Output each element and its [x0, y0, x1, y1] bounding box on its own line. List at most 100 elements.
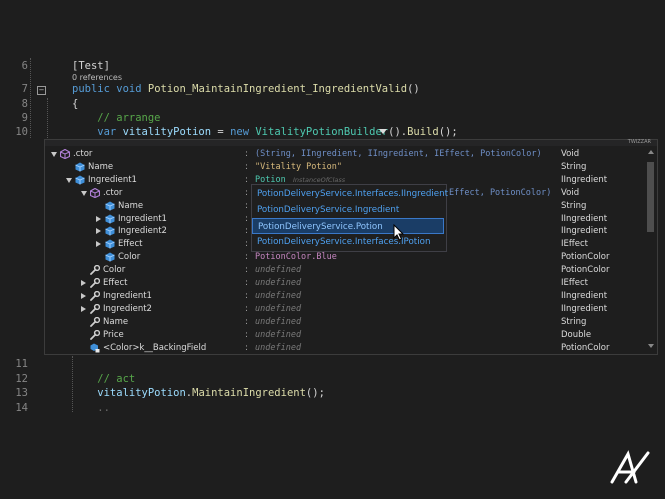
data-tip-row[interactable]: .ctor:Effect, PotionColor)Void — [45, 187, 645, 200]
member-name: Ingredient1 — [118, 213, 167, 224]
collapse-arrow-icon[interactable] — [51, 152, 57, 157]
data-tip-row[interactable]: Ingredient2:IIngredient — [45, 225, 645, 238]
dropdown-caret-icon[interactable] — [379, 129, 387, 134]
member-type: IEffect — [561, 278, 588, 288]
code-line[interactable]: 9 // arrange — [0, 111, 665, 125]
member-name: Name — [88, 161, 114, 172]
data-tip-row[interactable]: .ctor:(String, IIngredient, IIngredient,… — [45, 148, 645, 161]
data-tip-row[interactable]: Name:"Vitality Potion"String — [45, 161, 645, 174]
code-line[interactable]: 11 — [0, 357, 665, 371]
code-line[interactable]: 6[Test] — [0, 59, 665, 73]
code-token: { — [72, 97, 79, 110]
line-number: 13 — [15, 387, 28, 399]
code-line[interactable]: 10 var vitalityPotion = new VitalityPoti… — [0, 125, 665, 139]
member-value[interactable]: undefined — [255, 303, 302, 314]
line-number: 9 — [21, 112, 28, 124]
collapse-arrow-icon[interactable] — [81, 190, 87, 196]
wrench-icon — [90, 329, 101, 340]
code-text: { — [72, 97, 78, 111]
line-number: 7 — [21, 83, 28, 95]
completion-item[interactable]: PotionDeliveryService.Ingredient — [257, 205, 400, 215]
member-value[interactable]: Effect, PotionColor) — [449, 187, 552, 198]
code-text: var vitalityPotion = new VitalityPotionB… — [72, 125, 457, 139]
member-name: Ingredient2 — [118, 226, 167, 237]
scroll-down-icon[interactable] — [648, 344, 654, 348]
completion-item[interactable]: PotionDeliveryService.Interfaces.IIngred… — [257, 189, 449, 199]
wrench-icon — [90, 316, 101, 327]
code-token: (). — [388, 125, 408, 138]
wrench-icon — [90, 277, 101, 288]
separator-colon: : — [245, 187, 248, 198]
separator-colon: : — [245, 329, 248, 340]
scroll-up-icon[interactable] — [648, 150, 654, 154]
value-hint: InstanceOfClass — [293, 175, 346, 184]
code-line[interactable]: 13 vitalityPotion.MaintainIngredient(); — [0, 386, 665, 400]
completion-item[interactable]: PotionDeliveryService.Potion — [252, 218, 444, 234]
code-token: public — [72, 83, 117, 95]
member-value[interactable]: undefined — [255, 265, 302, 276]
data-tip-panel[interactable]: TWIZZAR .ctor:(String, IIngredient, IIng… — [44, 139, 658, 355]
field-cube-icon — [75, 162, 85, 172]
code-token: = — [217, 125, 231, 138]
code-token: MaintainIngredient — [192, 387, 306, 399]
member-type: Void — [561, 187, 580, 198]
member-value[interactable]: undefined — [255, 329, 302, 340]
scroll-thumb[interactable] — [647, 162, 654, 232]
code-token: var — [72, 125, 123, 138]
expand-arrow-icon[interactable] — [81, 292, 86, 299]
expand-arrow-icon[interactable] — [81, 280, 86, 286]
line-number: 6 — [21, 60, 28, 72]
data-tip-scrollbar[interactable] — [647, 150, 654, 348]
data-tip-row[interactable]: Effect:IEffect — [45, 238, 645, 251]
member-name: Ingredient1 — [103, 290, 152, 301]
member-type: String — [561, 316, 587, 327]
member-value[interactable]: Potion — [255, 174, 286, 185]
expand-arrow-icon[interactable] — [81, 305, 86, 312]
member-name: Name — [103, 316, 129, 327]
member-value[interactable]: undefined — [255, 290, 302, 301]
code-line[interactable]: 8{ — [0, 97, 665, 111]
wrench-icon — [90, 264, 101, 275]
indent-guide — [72, 356, 73, 412]
collapse-arrow-icon[interactable] — [66, 177, 72, 183]
expand-arrow-icon[interactable] — [96, 241, 101, 248]
member-value[interactable]: (String, IIngredient, IIngredient, IEffe… — [255, 149, 542, 159]
expand-arrow-icon[interactable] — [96, 215, 101, 222]
member-value[interactable]: undefined — [255, 342, 302, 353]
data-tip-row[interactable]: Name:String — [45, 200, 645, 213]
code-token: vitalityPotion — [72, 387, 186, 399]
member-value[interactable]: "Vitality Potion" — [255, 161, 342, 172]
codelens-references[interactable]: 0 references — [72, 73, 122, 82]
code-line[interactable]: 14 .. — [0, 401, 665, 415]
completion-list[interactable]: PotionDeliveryService.Interfaces.IIngred… — [251, 184, 449, 252]
data-tip-row[interactable]: Ingredient1:IIngredient — [45, 213, 645, 226]
member-value[interactable]: PotionColor.Blue — [255, 252, 337, 263]
code-token: Potion_MaintainIngredient_IngredientVali… — [147, 83, 408, 95]
member-type: IEffect — [561, 239, 588, 250]
expand-arrow-icon[interactable] — [96, 228, 101, 235]
separator-colon: : — [245, 174, 248, 185]
separator-colon: : — [245, 161, 248, 172]
collapse-toggle-icon[interactable]: − — [37, 86, 46, 95]
line-number: 8 — [21, 97, 28, 110]
code-line[interactable]: 12 // act — [0, 372, 665, 386]
member-name: Name — [118, 200, 144, 211]
member-type: IIngredient — [561, 174, 608, 185]
completion-item[interactable]: PotionDeliveryService.Interfaces.IPotion — [257, 237, 431, 247]
code-text: .. — [72, 401, 110, 415]
separator-colon: : — [245, 239, 248, 250]
member-value[interactable]: undefined — [255, 278, 302, 288]
line-number: 12 — [15, 372, 28, 385]
member-value[interactable]: undefined — [255, 316, 302, 327]
